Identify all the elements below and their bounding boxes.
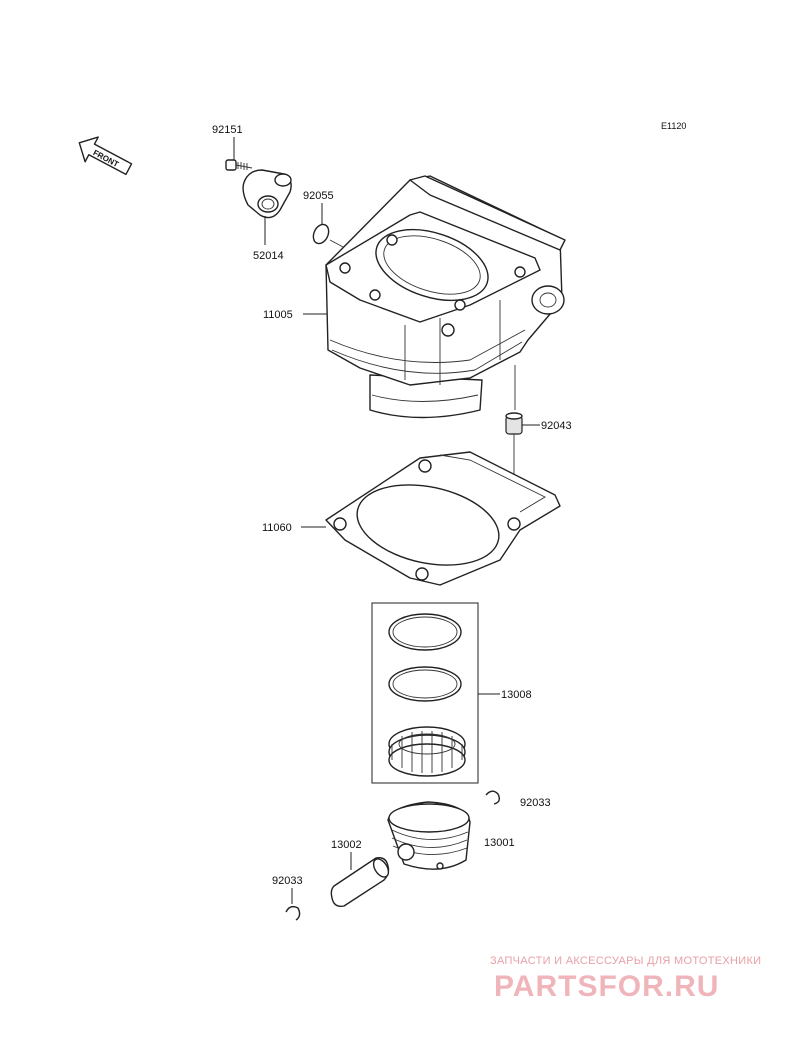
label-13008: 13008 xyxy=(501,689,532,701)
cylinder-11005: 11005 xyxy=(263,175,566,419)
fitting-52014: 52014 xyxy=(242,169,292,262)
label-13001: 13001 xyxy=(484,837,515,849)
piston-pin-13002: 13002 xyxy=(330,839,390,908)
label-92043: 92043 xyxy=(541,420,572,432)
watermark-brand: PARTSFOR.RU xyxy=(494,970,719,1003)
label-92055: 92055 xyxy=(303,190,334,202)
gasket-11060: 11060 xyxy=(262,451,561,586)
label-11060: 11060 xyxy=(262,522,292,534)
dowel-92043: 92043 xyxy=(505,412,572,520)
label-92033-left: 92033 xyxy=(272,875,303,887)
watermark: ЗАПЧАСТИ И АКСЕССУАРЫ ДЛЯ МОТОТЕХНИКИ PA… xyxy=(490,955,761,1003)
oring-92055: 92055 xyxy=(303,190,346,249)
label-13002: 13002 xyxy=(331,839,362,851)
bolt-92151: 92151 xyxy=(212,124,253,171)
label-92151: 92151 xyxy=(212,124,243,136)
diagram-code: E1120 xyxy=(661,121,686,131)
piston-ring-set-13008: 13008 xyxy=(371,602,532,784)
label-11005: 11005 xyxy=(263,309,293,321)
piston-13001: 13001 xyxy=(387,801,515,870)
label-92033-right: 92033 xyxy=(520,797,551,809)
front-arrow-icon: FRONT xyxy=(78,136,133,176)
circlip-92033-right: 92033 xyxy=(485,790,551,809)
watermark-tagline: ЗАПЧАСТИ И АКСЕССУАРЫ ДЛЯ МОТОТЕХНИКИ xyxy=(490,955,761,967)
circlip-92033-left: 92033 xyxy=(272,875,303,921)
label-52014: 52014 xyxy=(253,250,284,262)
